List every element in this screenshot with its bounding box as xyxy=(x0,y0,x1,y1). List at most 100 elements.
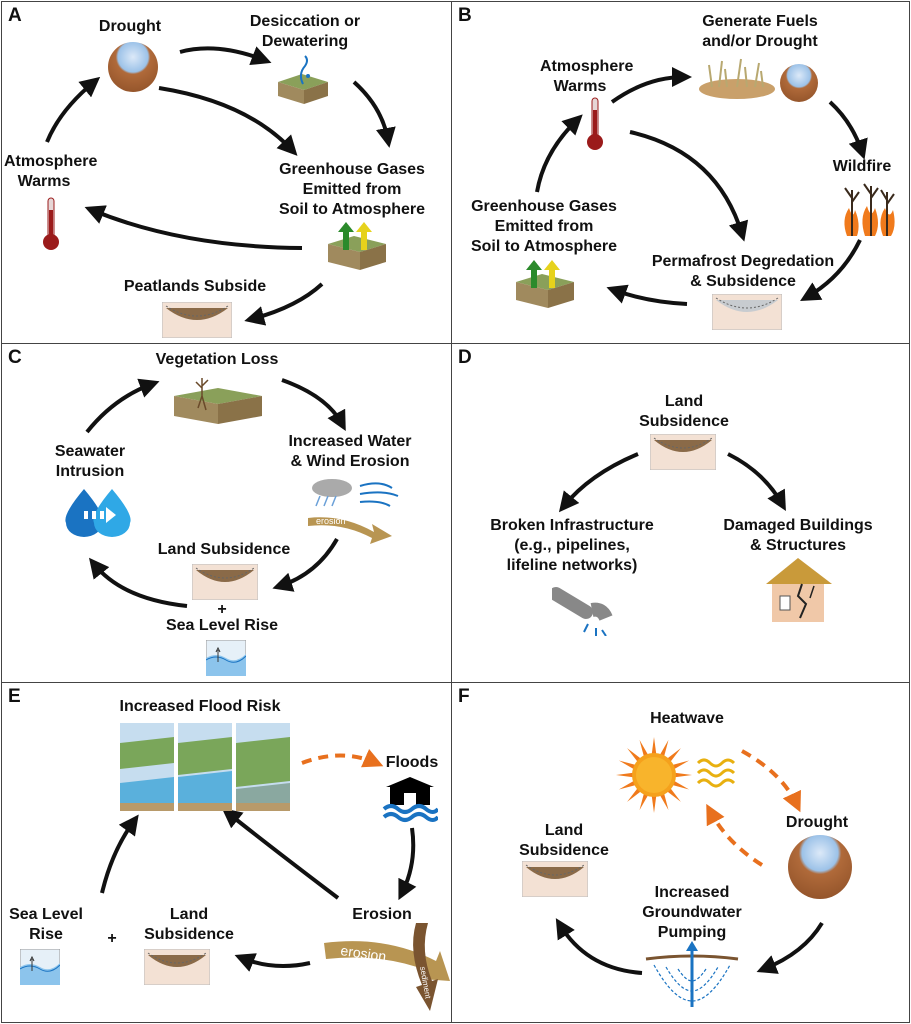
node-floodrisk: Increased Flood Risk xyxy=(119,698,281,715)
panel-d: D Land Subsidence Broken Infrastructure … xyxy=(451,343,910,683)
subsidence-block-icon xyxy=(521,860,589,902)
sun-icon xyxy=(614,735,694,820)
well-icon xyxy=(644,941,740,1016)
node-wildfire: Wildfire xyxy=(832,158,892,175)
water-drop-icon xyxy=(62,489,138,542)
panel-e: E Increased Flood Risk Floods Erosion er… xyxy=(1,682,452,1023)
drought-photo-icon xyxy=(780,64,818,102)
sun-ray xyxy=(659,792,669,811)
arrow xyxy=(535,114,583,193)
arrow xyxy=(756,921,824,974)
sun-ray xyxy=(671,780,690,790)
node-permafrost: Permafrost Degredation & Subsidence xyxy=(651,253,835,290)
node-infrastructure: Broken Infrastructure (e.g., pipelines, … xyxy=(490,517,654,574)
ghg-soil-icon xyxy=(512,260,578,315)
arrow xyxy=(100,814,139,894)
sun-ray xyxy=(616,772,635,778)
sea-level-icon xyxy=(19,948,61,990)
node-vegetation: Vegetation Loss xyxy=(155,351,279,368)
erosion-arrow-icon: erosion sediment sediment xyxy=(316,921,451,1018)
arrow xyxy=(610,67,692,104)
sun-ray xyxy=(659,739,669,758)
thermometer-icon xyxy=(40,196,62,257)
node-drought: Drought xyxy=(98,18,162,35)
panel-a: A Drought Desiccation or Dewatering Gree… xyxy=(1,1,452,344)
subsidence-block-icon xyxy=(191,563,259,605)
panel-b: B Generate Fuels and/or Drought Atmosphe… xyxy=(451,1,910,344)
panel-letter: F xyxy=(458,686,470,707)
sun-ray xyxy=(671,760,690,770)
arrow xyxy=(281,378,346,432)
arrow xyxy=(555,918,643,975)
sun-ray xyxy=(666,748,681,763)
node-ghg: Greenhouse Gases Emitted from Soil to At… xyxy=(278,161,426,218)
sun-ray xyxy=(639,739,649,758)
panel-c-arrows xyxy=(85,378,346,608)
panel-letter: A xyxy=(8,5,22,26)
arrow xyxy=(629,130,749,242)
sun-ray xyxy=(627,787,642,802)
soil-block-icon xyxy=(274,54,330,111)
node-ghg: Greenhouse Gases Emitted from Soil to At… xyxy=(470,198,618,255)
node-drought: Drought xyxy=(785,814,849,831)
panel-f-arrows xyxy=(555,749,824,975)
subsidence-block-icon xyxy=(143,948,211,990)
node-fuels: Generate Fuels and/or Drought xyxy=(702,13,818,50)
panel-e-arrows xyxy=(100,749,417,972)
node-sealevel: Sea Level Rise xyxy=(9,906,83,943)
arrow xyxy=(85,378,160,434)
arrow xyxy=(828,100,868,160)
erosion-arrow-icon: erosion xyxy=(302,476,402,551)
house-icon xyxy=(758,554,834,629)
sea-level-icon xyxy=(205,639,247,681)
node-erosion: Erosion xyxy=(352,906,412,923)
panel-c: C Vegetation Loss Increased Water & Wind… xyxy=(1,343,452,683)
subsidence-block-icon xyxy=(711,293,783,335)
panel-letter: B xyxy=(458,5,472,26)
arrow xyxy=(244,282,324,326)
sun-ray xyxy=(618,780,637,790)
sun-ray xyxy=(651,794,657,813)
node-sealevel: Sea Level Rise xyxy=(165,617,279,634)
sun-ray xyxy=(651,737,657,756)
arrow xyxy=(84,205,303,250)
plus-sign: + xyxy=(217,601,227,618)
node-heatwave: Heatwave xyxy=(650,710,724,727)
node-desiccation: Desiccation or Dewatering xyxy=(249,13,361,50)
node-subsidence: Land Subsidence xyxy=(157,541,291,558)
node-peatlands: Peatlands Subside xyxy=(123,278,267,295)
erosion-label: erosion xyxy=(316,516,346,526)
panel-a-arrows xyxy=(45,46,396,326)
arrow xyxy=(727,452,786,511)
node-atmosphere: Atmosphere Warms xyxy=(540,58,634,95)
dry-grass-icon xyxy=(697,57,777,106)
node-buildings: Damaged Buildings & Structures xyxy=(723,517,873,554)
plus-sign: + xyxy=(107,930,117,947)
arrow xyxy=(158,86,298,156)
pipe-icon xyxy=(549,584,616,641)
node-atmosphere: Atmosphere Warms xyxy=(4,153,98,190)
drought-photo-icon xyxy=(108,42,158,92)
panel-letter: E xyxy=(8,686,21,707)
landscape-icon xyxy=(120,723,290,816)
subsidence-block-icon xyxy=(161,301,233,343)
node-floods: Floods xyxy=(385,754,439,771)
node-subsidence: Land Subsidence xyxy=(639,393,729,430)
arrow xyxy=(88,557,188,608)
subsidence-block-icon xyxy=(649,433,717,475)
soil-block-icon xyxy=(172,374,264,431)
arrow xyxy=(234,953,311,972)
heat-waves-icon xyxy=(696,757,736,796)
ghg-soil-icon xyxy=(324,222,390,277)
drought-photo-icon xyxy=(788,835,852,899)
arrow xyxy=(352,80,396,148)
arrow xyxy=(558,452,639,513)
arrow xyxy=(606,284,688,306)
sun-ray xyxy=(666,787,681,802)
sun-ray xyxy=(673,772,692,778)
panel-f: F Heatwave Drought Land Subsidence Incre… xyxy=(451,682,910,1023)
arrow xyxy=(800,239,862,301)
node-erosion: Increased Water & Wind Erosion xyxy=(288,433,412,470)
sun-ray xyxy=(639,792,649,811)
dashed-arrow xyxy=(741,749,801,813)
